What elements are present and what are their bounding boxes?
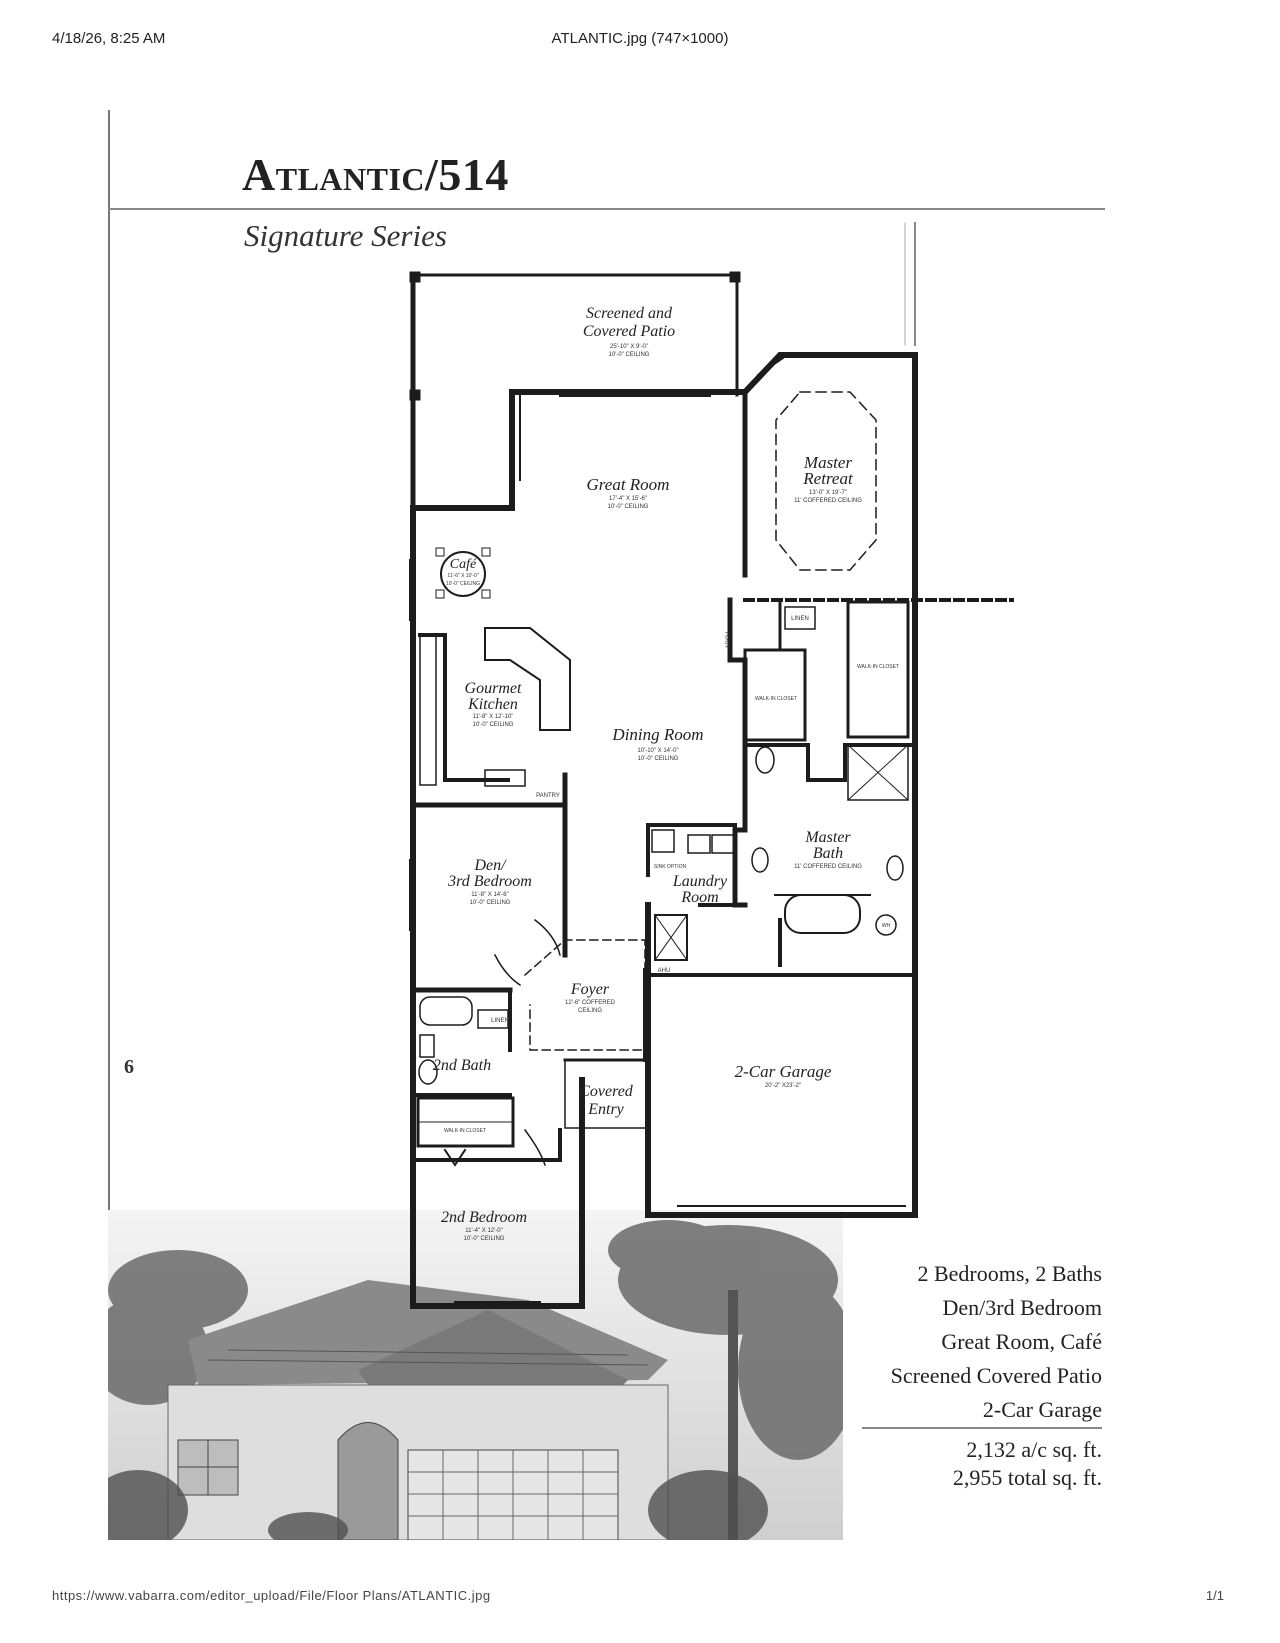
feature-item: 2-Car Garage (982, 1397, 1102, 1422)
second-bedroom-label: 2nd Bedroom (441, 1209, 527, 1226)
print-datetime: 4/18/26, 8:25 AM (52, 30, 166, 47)
feature-list: 2 Bedrooms, 2 Baths Den/3rd Bedroom Grea… (891, 1257, 1102, 1427)
print-file-title: ATLANTIC.jpg (747×1000) (551, 30, 729, 47)
total-sqft: 2,955 total sq. ft. (952, 1465, 1102, 1490)
great-room-dims: 17'-4" X 15'-6" (609, 496, 647, 502)
foyer-ceiling-line2: CEILING (578, 1008, 602, 1014)
walkin-closet-label-3: WALK-IN CLOSET (444, 1128, 486, 1134)
master-retreat-ceiling: 11' COFFERED CEILING (794, 498, 862, 504)
master-retreat-label-line2: Retreat (802, 469, 854, 488)
garage-label: 2-Car Garage (735, 1062, 832, 1081)
brochure-page-number: 6 (124, 1056, 134, 1078)
feature-item: 2 Bedrooms, 2 Baths (917, 1261, 1102, 1286)
square-footage: 2,132 a/c sq. ft. 2,955 total sq. ft. (953, 1436, 1102, 1492)
second-bedroom-dims: 11'-4" X 12'-0" (465, 1228, 502, 1234)
den-ceiling: 10'-0" CEILING (470, 900, 511, 906)
patio-ceiling: 10'-0" CEILING (609, 352, 650, 358)
master-retreat-dims: 13'-0" X 19'-7" (809, 490, 847, 496)
second-bedroom-ceiling: 10'-0" CEILING (464, 1236, 505, 1242)
den-label-line1: Den/ (473, 857, 507, 874)
master-bath-label-line1: Master (804, 829, 851, 846)
walkin-closet-label-1: WALK-IN CLOSET (755, 696, 797, 702)
dining-room-ceiling: 10'-0" CEILING (638, 756, 679, 762)
arch-label: ARCH (726, 631, 732, 648)
covered-entry-label-line1: Covered (579, 1083, 634, 1100)
kitchen-ceiling: 10'-0" CEILING (473, 722, 514, 728)
kitchen-label-line2: Kitchen (467, 696, 518, 713)
great-room-ceiling: 10'-0" CEILING (608, 504, 649, 510)
den-dims: 11'-8" X 14'-6" (471, 892, 508, 898)
master-retreat-label-line1: Master (803, 453, 853, 472)
cafe-dims: 11'-6" X 10'-0" (447, 573, 478, 579)
patio-label-line1: Screened and (586, 305, 673, 322)
cafe-label: Café (450, 557, 477, 572)
linen-label: LINEN (791, 616, 809, 622)
dining-room-label: Dining Room (611, 725, 703, 744)
wh-label: WH (882, 923, 891, 929)
title-rule (108, 208, 1105, 210)
feature-item: Screened Covered Patio (890, 1363, 1102, 1388)
sink-option-label: SINK OPTION (654, 864, 687, 870)
kitchen-label-line1: Gourmet (465, 680, 522, 697)
great-room-label: Great Room (587, 475, 670, 494)
cafe-ceiling: 10'-0" CEILING (446, 581, 480, 587)
ahu-label: AHU (658, 968, 671, 974)
garage-dims: 20'-2" X23'-2" (765, 1083, 801, 1089)
linen-label-2: LINEN (491, 1018, 509, 1024)
den-label-line2: 3rd Bedroom (447, 873, 532, 890)
foyer-ceiling-line1: 12'-6" COFFERED (565, 1000, 616, 1006)
laundry-label-line1: Laundry (672, 873, 728, 890)
walkin-closet-label-2: WALK-IN CLOSET (857, 664, 899, 670)
feature-item: Den/3rd Bedroom (942, 1295, 1102, 1320)
master-bath-ceiling: 11' COFFERED CEILING (794, 864, 862, 870)
plan-subtitle: Signature Series (244, 218, 447, 253)
plan-title: Atlantic/514 (242, 149, 509, 200)
scan-edge (108, 110, 110, 1540)
print-page-count: 1/1 (1205, 1588, 1224, 1603)
house-rendering (108, 1210, 843, 1540)
second-bath-label: 2nd Bath (433, 1057, 491, 1074)
foyer-label: Foyer (570, 981, 610, 998)
ac-sqft: 2,132 a/c sq. ft. (966, 1437, 1102, 1462)
print-url: https://www.vabarra.com/editor_upload/Fi… (52, 1588, 491, 1603)
patio-dims: 25'-10" X 9'-0" (610, 344, 648, 350)
patio-label-line2: Covered Patio (583, 323, 675, 340)
pantry-label: PANTRY (536, 793, 560, 799)
master-bath-label-line2: Bath (813, 845, 843, 862)
dining-room-dims: 10'-10" X 14'-0" (637, 748, 678, 754)
kitchen-dims: 11'-8" X 12'-10" (473, 714, 514, 720)
feature-item: Great Room, Café (941, 1329, 1102, 1354)
feature-divider (862, 1427, 1102, 1429)
laundry-label-line2: Room (680, 889, 718, 906)
covered-entry-label-line2: Entry (587, 1101, 624, 1118)
